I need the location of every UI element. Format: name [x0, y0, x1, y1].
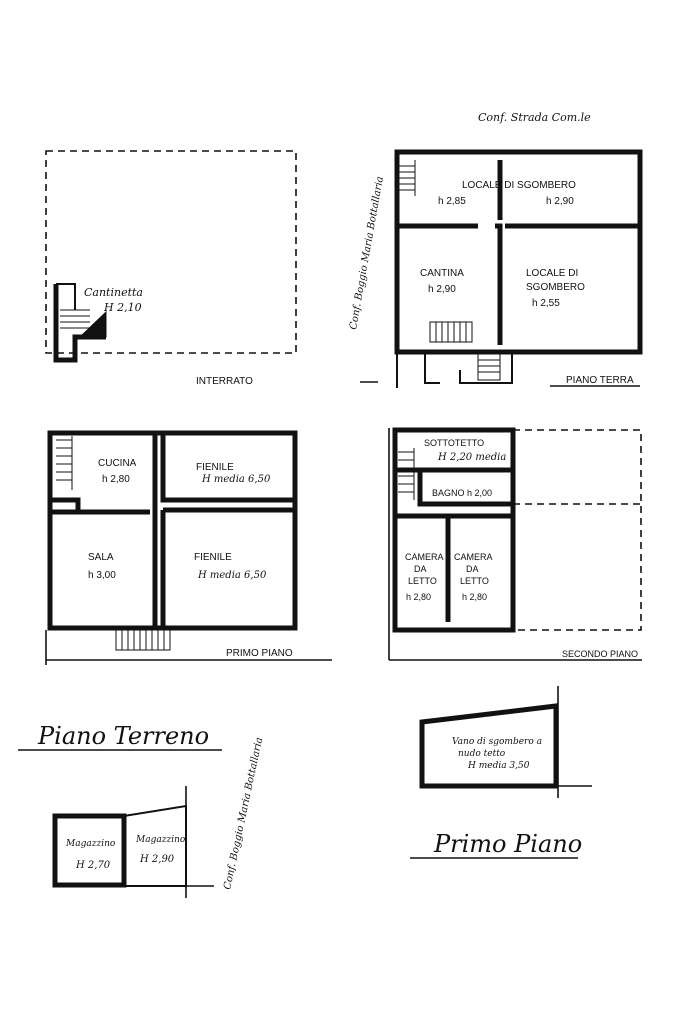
sp-sottotetto: SOTTOTETTO — [424, 438, 484, 448]
annex-mag2-h: H 2,90 — [139, 854, 175, 865]
primo-piano-plan: CUCINA h 2,80 FIENILE H media 6,50 SALA … — [45, 430, 332, 665]
cantinetta-height: H 2,10 — [103, 301, 142, 314]
cantinetta-wall-top — [56, 283, 76, 310]
pt-stair-corner — [399, 160, 416, 196]
annex-mag1: Magazzino — [65, 839, 116, 849]
pt-h2: h 2,90 — [546, 196, 574, 207]
annex-terreno: Piano Terreno Conf. Boggio Maria Bottall… — [18, 722, 265, 898]
pp-outer-wall — [47, 430, 298, 631]
cantinetta-label: Cantinetta — [84, 286, 143, 299]
pp-fienile-1-h: H media 6,50 — [201, 474, 271, 485]
pp-fienile-2: FIENILE — [194, 552, 232, 563]
annex-primo-heading: Primo Piano — [433, 830, 582, 858]
sp-camera-2-l1: CAMERA — [454, 552, 493, 562]
secondo-piano-plan: SOTTOTETTO H 2,20 media BAGNO h 2,00 CAM… — [388, 427, 642, 661]
pt-ext-2 — [424, 352, 440, 384]
pt-locale-2-h: h 2,55 — [532, 298, 560, 309]
pp-wall-2 — [160, 433, 295, 503]
annex-primo-room — [419, 703, 559, 789]
sp-camera-1-l1: CAMERA — [405, 552, 444, 562]
pp-sala-h: h 3,00 — [88, 570, 116, 581]
sp-bagno: BAGNO h 2,00 — [432, 488, 492, 498]
pp-stair-bottom — [115, 629, 171, 651]
pt-wall-5 — [495, 223, 503, 232]
sp-dashed-outline — [512, 429, 642, 631]
pp-sala: SALA — [88, 552, 114, 563]
pp-cucina-h: h 2,80 — [102, 474, 130, 485]
pt-h1: h 2,85 — [438, 196, 466, 207]
annex-primo-line1: Vano di sgombero a — [452, 737, 542, 747]
interrato-outline — [45, 150, 297, 354]
piano-terra-title: PIANO TERRA — [566, 375, 634, 386]
pp-fienile-2-h: H media 6,50 — [197, 570, 267, 581]
sp-camera-2-h: h 2,80 — [462, 592, 487, 602]
pt-locale-2-l2: SGOMBERO — [526, 282, 585, 293]
pp-fienile-1: FIENILE — [196, 462, 234, 473]
pt-stair-bottom — [429, 321, 501, 381]
interrato-title: INTERRATO — [196, 376, 253, 387]
cantinetta-stair — [60, 309, 107, 338]
street-label-top: Conf. Strada Com.le — [478, 111, 591, 124]
annex-primo-line3: H media 3,50 — [467, 761, 530, 771]
sp-sottotetto-h: H 2,20 media — [437, 452, 506, 463]
pt-locale-sgombero-1: LOCALE DI SGOMBERO — [462, 180, 576, 191]
secondo-piano-title: SECONDO PIANO — [562, 649, 638, 659]
sp-camera-1-l2: DA — [414, 564, 427, 574]
street-label-side-2: Conf. Boggio Maria Bottallaria — [222, 736, 265, 890]
sp-outer-wall — [392, 427, 516, 633]
primo-piano-title: PRIMO PIANO — [226, 648, 293, 659]
sp-camera-2-l2: DA — [466, 564, 479, 574]
sp-camera-1-l3: LETTO — [408, 576, 437, 586]
annex-mag2: Magazzino — [135, 835, 186, 845]
pt-ext-3 — [459, 352, 513, 384]
annex-terreno-room-1 — [52, 813, 127, 888]
pp-wall-3 — [50, 497, 81, 512]
sp-camera-1-h: h 2,80 — [406, 592, 431, 602]
annex-terreno-room-2 — [123, 804, 187, 887]
piano-terra-plan: Conf. Strada Com.le Conf. Boggio Maria B… — [348, 111, 643, 388]
street-label-side-1: Conf. Boggio Maria Bottallaria — [348, 176, 386, 331]
pt-cantina: CANTINA — [420, 268, 464, 279]
pp-stair-left — [56, 436, 73, 490]
annex-primo-line2: nudo tetto — [458, 749, 506, 759]
piano-terra-outer-wall — [394, 149, 643, 355]
pt-cantina-h: h 2,90 — [428, 284, 456, 295]
pt-locale-2-l1: LOCALE DI — [526, 268, 578, 279]
sp-stair — [398, 448, 415, 500]
annex-mag1-h: H 2,70 — [75, 860, 111, 871]
sp-camera-2-l3: LETTO — [460, 576, 489, 586]
sp-wall-2 — [417, 470, 513, 507]
interrato-plan: Cantinetta H 2,10 INTERRATO — [45, 150, 297, 387]
pp-cucina: CUCINA — [98, 458, 137, 469]
annex-primo: Vano di sgombero a nudo tetto H media 3,… — [410, 686, 592, 859]
annex-terreno-heading: Piano Terreno — [37, 722, 209, 750]
